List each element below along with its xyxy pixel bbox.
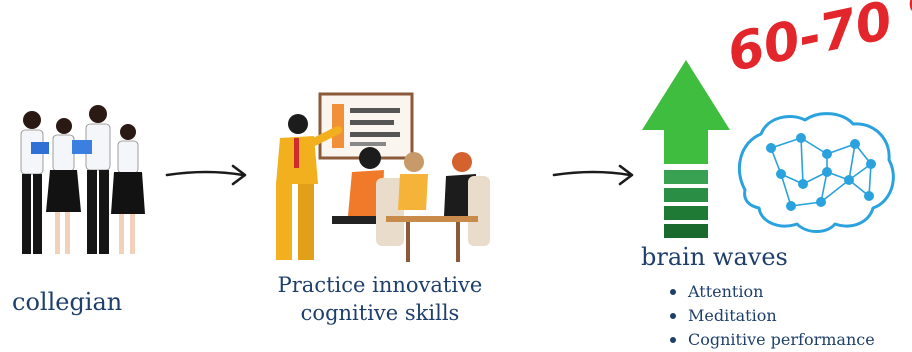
student-figure-4 [111,124,145,254]
student-figure-3 [72,105,111,254]
growth-bar-2 [664,188,708,202]
flow-arrow-1 [165,164,247,186]
brain-waves-list: Attention Meditation Cognitive performan… [666,280,875,352]
students-illustration [20,105,145,254]
presentation-board [318,92,414,160]
practice-illustration [276,92,490,262]
growth-up-arrow-icon [642,60,730,238]
brain-waves-title: brain waves [641,243,788,271]
flow-arrow-2 [552,164,634,186]
list-item-meditation: Meditation [666,304,875,328]
students-label: collegian [12,288,123,316]
improvement-percent-text: 60-70 % [722,0,912,84]
student-figure-1 [20,111,49,254]
growth-bar-3 [664,206,708,220]
practice-label: Practice innovative cognitive skills [277,273,483,325]
teacher-figure [276,114,342,260]
student-figure-2 [46,118,81,254]
list-item-cognitive-performance: Cognitive performance [666,328,875,352]
list-item-attention: Attention [666,280,875,304]
growth-bar-4 [664,224,708,238]
audience-figures [332,147,490,262]
brain-network-icon [737,112,895,233]
growth-bar-1 [664,170,708,184]
